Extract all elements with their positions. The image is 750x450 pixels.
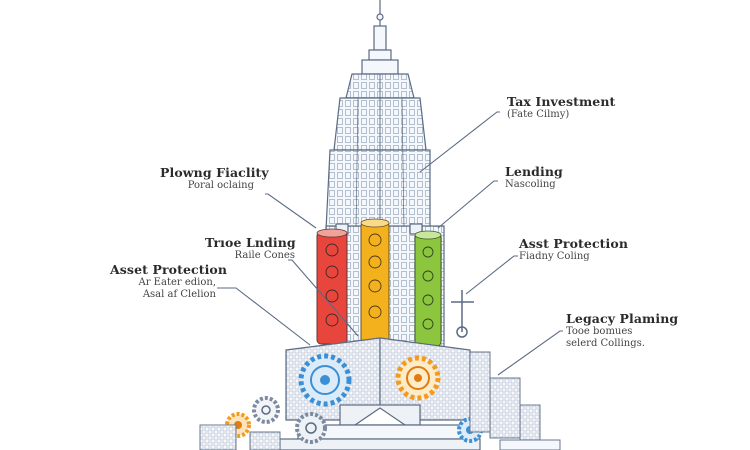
label-asset-protection-right-subtitle: Fiadny Coling xyxy=(519,251,590,263)
label-asset-protection-right-title: Asst Protection xyxy=(519,236,629,251)
label-plowing-facility-subtitle: Poral oclaing xyxy=(187,180,254,192)
label-legacy-planning-title: Legacy Plaming xyxy=(566,311,679,326)
grey-gear-small xyxy=(252,396,280,424)
label-lending-subtitle: Nascoling xyxy=(505,179,556,191)
yellow-column xyxy=(360,218,390,345)
label-legacy-planning: Legacy Plaming Tooe bomues selerd Collin… xyxy=(566,311,679,349)
label-three-lending-title: Trıoe Lnding xyxy=(205,235,296,250)
label-lending-title: Lending xyxy=(505,164,563,179)
grey-gear-base xyxy=(295,412,327,444)
label-lending: Lending Nascoling xyxy=(505,164,563,191)
label-legacy-planning-subtitle-2: selerd Collings. xyxy=(566,337,645,349)
orange-gear-large xyxy=(395,355,441,401)
label-asset-protection-left-title: Asset Protection xyxy=(110,262,228,277)
label-tax-investment-subtitle: (Fate Cilmy) xyxy=(507,109,570,121)
label-tax-investment: Tax Investment (Fate Cilmy) xyxy=(507,94,616,121)
red-column xyxy=(316,228,348,345)
green-column xyxy=(414,230,442,347)
city-buildings xyxy=(199,351,561,450)
label-legacy-planning-subtitle-1: Tooe bomues xyxy=(566,326,633,338)
tower-spire xyxy=(361,0,399,75)
label-asset-protection-left: Asset Protection Ar Eater edion, Asal af… xyxy=(110,262,228,300)
label-three-lending: Trıoe Lnding Raile Cones xyxy=(205,235,296,262)
label-asset-protection-left-subtitle-1: Ar Eater edion, xyxy=(138,277,217,289)
leader-lines xyxy=(217,111,563,376)
label-three-lending-subtitle: Raile Cones xyxy=(234,250,295,262)
signpost xyxy=(451,290,474,338)
label-asset-protection-right: Asst Protection Fiadny Coling xyxy=(519,236,629,263)
label-tax-investment-title: Tax Investment xyxy=(507,94,616,109)
label-plowing-facility: Plowng Fiaclity Poral oclaing xyxy=(160,165,269,192)
label-asset-protection-left-subtitle-2: Asal af Clelion xyxy=(142,288,216,300)
label-plowing-facility-title: Plowng Fiaclity xyxy=(160,165,269,180)
blue-gear-large xyxy=(298,353,352,407)
